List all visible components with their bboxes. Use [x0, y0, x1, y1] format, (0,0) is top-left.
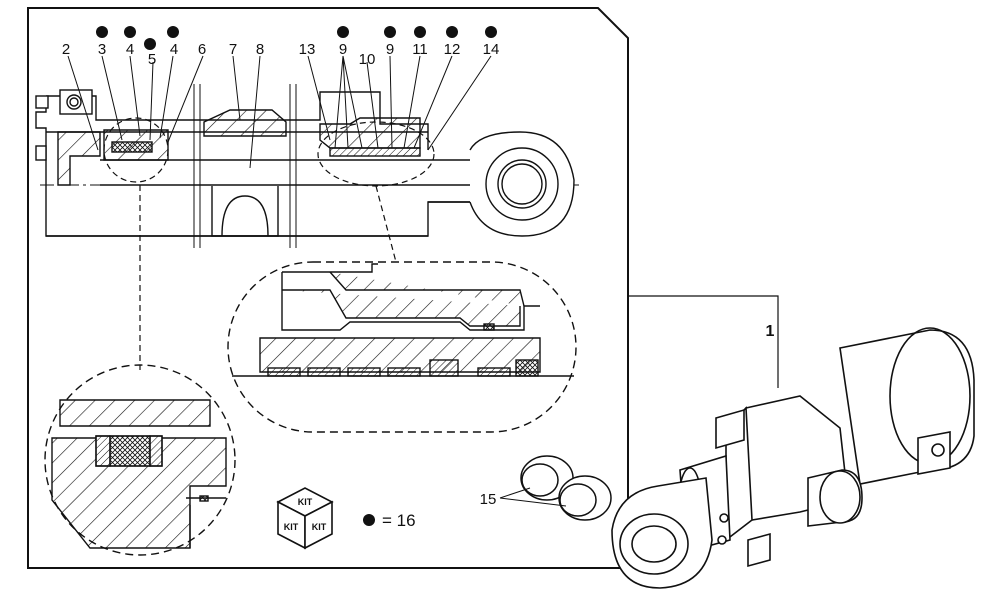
callout-5: 5: [148, 51, 156, 68]
detail-markers: [103, 117, 435, 370]
callout-7: 7: [229, 41, 237, 58]
callout-4a: 4: [126, 41, 134, 58]
kit-label-top: KIT: [298, 497, 313, 507]
callout-15: 15: [480, 491, 497, 508]
cylinder-section-view: [35, 84, 580, 248]
main-frame: [27, 7, 629, 569]
callout-10: 10: [359, 51, 376, 68]
callout-1: 1: [766, 323, 775, 340]
detail-view-piston: [44, 364, 236, 556]
callout-4b: 4: [170, 41, 178, 58]
callout-3: 3: [98, 41, 106, 58]
legend-dot-icon: [363, 514, 375, 526]
callout-6: 6: [198, 41, 206, 58]
callout-2: 2: [62, 41, 70, 58]
leader-1: [628, 295, 779, 388]
callout-13: 13: [299, 41, 316, 58]
callout-9b: 9: [386, 41, 394, 58]
bushings-part-15: [520, 455, 612, 521]
callout-12: 12: [444, 41, 461, 58]
leader-15: [499, 487, 567, 507]
callout-9a: 9: [339, 41, 347, 58]
callout-leaders: [67, 55, 492, 169]
kit-label-left: KIT: [284, 522, 299, 532]
legend-text: = 16: [382, 511, 416, 530]
callout-8: 8: [256, 41, 264, 58]
callout-11: 11: [412, 41, 428, 58]
detail-view-gland: [227, 261, 577, 433]
kit-cube-icon: [276, 487, 334, 550]
kit-dots: [96, 26, 497, 50]
callout-14: 14: [483, 41, 500, 58]
cylinder-assembly-3d: [611, 327, 975, 589]
kit-label-right: KIT: [312, 522, 327, 532]
